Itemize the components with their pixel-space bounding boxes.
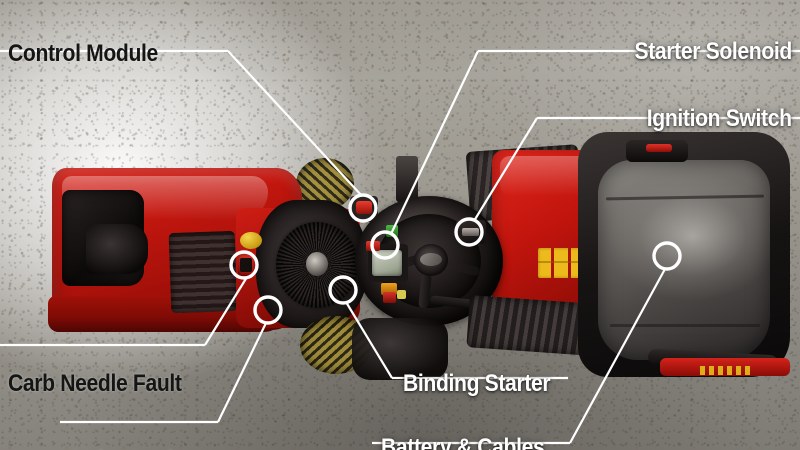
callout-leader-battery-and-cables (569, 268, 666, 444)
callout-marker-valve-lash[interactable] (253, 295, 283, 325)
callout-leader-ignition-switch (473, 117, 538, 222)
callout-leader-control-module (227, 50, 363, 197)
flywheel-hub (306, 252, 328, 276)
callout-marker-carb-needle-fault[interactable] (229, 250, 259, 280)
callout-marker-starter-solenoid[interactable] (370, 230, 400, 260)
seat-latch-red-tab (646, 144, 672, 152)
starter-solenoid-terminal (356, 201, 372, 214)
callout-marker-battery-and-cables[interactable] (652, 241, 682, 271)
callout-label-ignition-switch: Ignition Switch (647, 105, 792, 132)
seat-crease-lower (610, 324, 760, 327)
callout-label-battery-and-cables: Battery & Cables (381, 434, 545, 450)
callout-leader-valve-lash (217, 322, 267, 423)
manufacturer-logo (420, 253, 442, 266)
callout-leader-binding-starter (345, 301, 393, 379)
operator-seat (598, 160, 770, 360)
warning-decal-divider (538, 261, 586, 263)
callout-marker-ignition-switch[interactable] (454, 217, 484, 247)
oil-fill-cap (240, 232, 262, 249)
callout-leader-starter-solenoid (390, 50, 479, 235)
callout-label-starter-solenoid: Starter Solenoid (634, 38, 793, 65)
callout-label-valve-lash: Valve Lash (74, 449, 180, 450)
dash-red-switch (383, 292, 396, 303)
callout-label-binding-starter: Binding Starter (403, 370, 551, 397)
ignition-key (462, 228, 479, 236)
hood-grille-inner (86, 224, 148, 274)
dash-yellow-indicator (397, 290, 406, 299)
callout-label-carb-needle-fault: Carb Needle Fault (8, 370, 182, 397)
callout-marker-binding-starter[interactable] (328, 275, 358, 305)
callout-marker-control-module[interactable] (348, 193, 378, 223)
callout-label-control-module: Control Module (8, 40, 158, 67)
callout-leader-carb-needle-fault (204, 276, 248, 346)
rear-wheel-shadow (352, 318, 448, 380)
rear-warning-decal (700, 366, 754, 375)
carburetor-needle-screw (240, 258, 252, 272)
